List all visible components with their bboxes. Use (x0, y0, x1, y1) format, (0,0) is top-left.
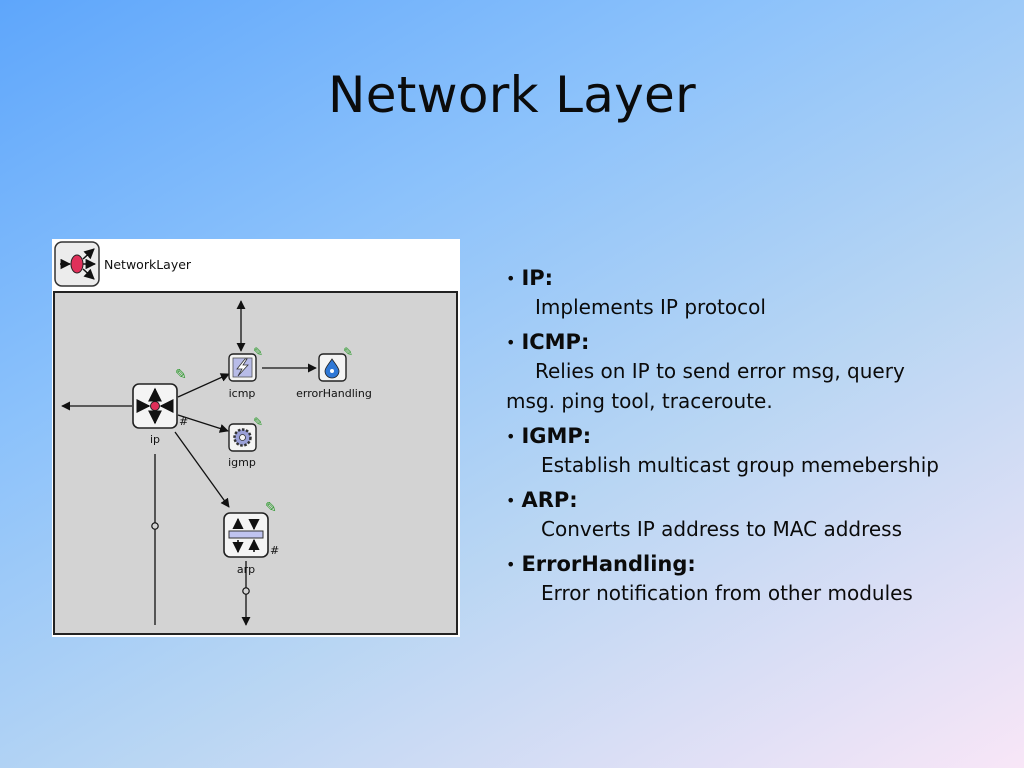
bullet-arp: •ARP: (506, 484, 1006, 517)
ip-to-igmp-connection (177, 414, 229, 433)
arp-module[interactable]: ✎ # arp (223, 500, 279, 576)
bullet-marker: • (506, 554, 516, 574)
lightning-icon (232, 357, 253, 378)
ip-to-arp-connection (174, 431, 230, 508)
bullet-description: Converts IP address to MAC address (541, 517, 903, 541)
igmp-module[interactable]: ✎ igmp (228, 415, 263, 469)
arp-lower-gate (242, 587, 250, 595)
bullet-term: ARP: (521, 488, 578, 513)
diagram-module-area (53, 291, 458, 635)
bullet-description: Implements IP protocol (535, 295, 766, 319)
errorhandling-label: errorHandling (296, 387, 372, 400)
ip-gate-marker: # (179, 415, 188, 428)
bullet-ip: •IP: (506, 262, 1006, 295)
arp-label: arp (237, 563, 255, 576)
ip-lower-gate (151, 522, 159, 530)
pin-icon: ✎ (253, 345, 263, 359)
bullet-errorhandling: •ErrorHandling: (506, 548, 1006, 581)
pin-icon: ✎ (265, 500, 277, 516)
bullet-description-line: Relies on IP to send error msg, query (535, 359, 905, 383)
bullet-marker: • (506, 268, 516, 288)
ip-label: ip (150, 433, 160, 446)
bullet-term: IP: (521, 266, 554, 291)
diagram-canvas: NetworkLayer ✎ # (53, 241, 458, 635)
bullet-description: Error notification from other modules (541, 581, 913, 605)
igmp-label: igmp (228, 456, 256, 469)
bullet-marker: • (506, 332, 516, 352)
ip-to-icmp-connection (177, 373, 230, 398)
bullet-igmp: •IGMP: (506, 420, 1006, 453)
connections (61, 300, 317, 626)
arrows-icon (228, 517, 264, 554)
drop-icon (324, 358, 340, 379)
bullet-marker: • (506, 426, 516, 446)
bullet-description-line: msg. ping tool, traceroute. (506, 389, 773, 413)
bullet-description: Relies on IP to send error msg, query ms… (506, 359, 1006, 420)
bullet-marker: • (506, 490, 516, 510)
errorhandling-module[interactable]: ✎ errorHandling (296, 345, 372, 400)
pin-icon: ✎ (253, 415, 263, 429)
bullet-term: ErrorHandling: (521, 552, 696, 577)
network-layer-diagram: NetworkLayer ✎ # (52, 239, 460, 637)
pin-icon: ✎ (343, 345, 353, 359)
bullet-term: IGMP: (521, 424, 592, 449)
icmp-label: icmp (229, 387, 256, 400)
gear-icon (233, 428, 252, 447)
arp-gate-marker: # (270, 544, 279, 557)
ip-module[interactable]: ✎ # ip (132, 367, 188, 446)
bullet-icmp: •ICMP: (506, 326, 1006, 359)
pin-icon: ✎ (175, 367, 187, 383)
network-layer-icon (54, 241, 100, 287)
router-icon (136, 387, 174, 425)
bullet-term: ICMP: (521, 330, 590, 355)
slide-title: Network Layer (328, 66, 696, 124)
figure-header-label: NetworkLayer (104, 257, 192, 272)
bullet-list: •IP: Implements IP protocol •ICMP: Relie… (506, 262, 1006, 612)
icmp-module[interactable]: ✎ icmp (228, 345, 263, 400)
bullet-description: Establish multicast group memebership (541, 453, 939, 477)
